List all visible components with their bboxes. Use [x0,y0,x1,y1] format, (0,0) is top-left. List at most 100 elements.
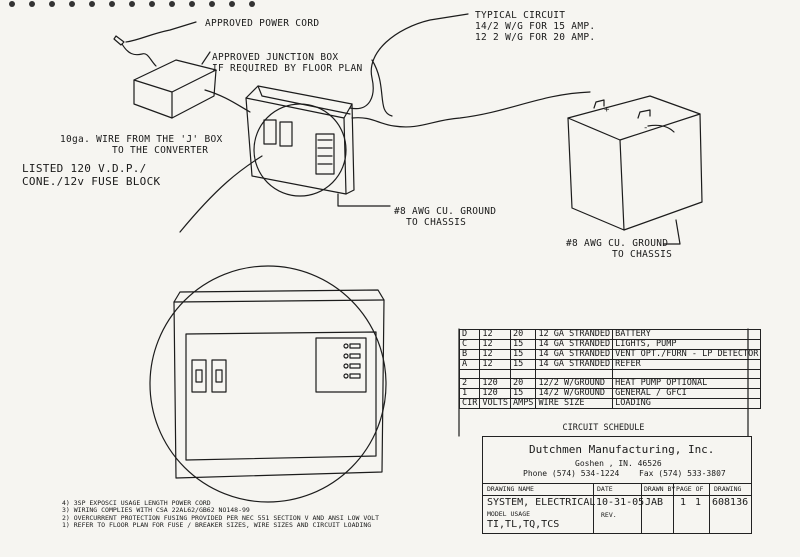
schedule-cell-amps: 15 [509,359,537,370]
schedule-cell-volts: 12 [479,359,511,370]
typical-circuit-label-2: 14/2 W/G FOR 15 AMP. [475,21,596,32]
page-label: PAGE OF [676,485,704,493]
zoom-big-circle [149,265,387,503]
schedule-cell-wire: WIRE SIZE [535,398,614,409]
schedule-cell-id: D [458,329,481,340]
schedule-cell-load: LOADING [612,398,762,409]
schedule-cell-id: 2 [458,378,481,389]
schedule-cell-amps: 20 [509,329,537,340]
page-total: 1 [695,497,702,508]
battery [567,95,703,231]
converter-box [245,85,355,195]
schedule-cell-volts: 12 [479,349,511,360]
schedule-cell-volts [479,369,511,379]
battery-pos-mark: + [604,105,610,115]
schedule-cell-wire: 12/2 W/GROUND [535,378,614,389]
battery-ground [663,219,681,245]
title-block: Dutchmen Manufacturing, Inc. Goshen , IN… [482,436,752,534]
note-line: 1) REFER TO FLOOR PLAN FOR FUSE / BREAKE… [62,520,372,529]
battery-neg-mark: - [643,123,648,133]
schedule-cell-amps: AMPS [509,398,537,409]
circuit-schedule-caption: CIRCUIT SCHEDULE [562,423,645,433]
converter-ground [337,193,391,207]
schedule-cell-amps: 15 [509,388,537,399]
schedule-cell-wire [535,369,614,379]
note-line: 4) 3SP EXPOSCI USAGE LENGTH POWER CORD [62,499,211,507]
date-value: 10-31-05 [596,497,645,508]
company-name: Dutchmen Manufacturing, Inc. [529,443,715,456]
drawn-by-label: DRAWN BY [644,485,676,493]
schedule-cell-volts: 12 [479,329,511,340]
schedule-cell-id: B [458,349,481,360]
schedule-cell-volts: VOLTS [479,398,511,409]
ground-chassis-label-2b: TO CHASSIS [612,249,673,260]
schedule-cell-volts: 12 [479,339,511,350]
ground-chassis-label-2a: #8 AWG CU. GROUND [566,238,669,249]
schedule-cell-id: 1 [458,388,481,399]
schedule-cell-wire: 14 GA STRANDED [535,349,614,360]
drawing-name: SYSTEM, ELECTRICAL [487,497,596,508]
zoom-small-circle [253,103,347,197]
ground-chassis-label-1b: TO CHASSIS [406,217,467,228]
schedule-cell-wire: 12 GA STRANDED [535,329,614,340]
schedule-cell-load [612,369,762,379]
listed-label-1: LISTED 120 V.D.P./ [22,162,147,175]
schedule-cell-load: LIGHTS, PUMP [612,339,762,350]
schedule-cell-wire: 14 GA STRANDED [535,359,614,370]
schedule-cell-amps: 20 [509,378,537,389]
schedule-cell-id: CIR [458,398,481,409]
wire-label-1: 10ga. WIRE FROM THE 'J' BOX [60,134,223,145]
schedule-cell-load: GENERAL / GFCI [612,388,762,399]
schedule-row [458,369,762,379]
typical-circuit-leader [371,59,393,117]
junction-box-label-1: APPROVED JUNCTION BOX [212,52,339,63]
junction-box [133,59,217,119]
schedule-cell-load: REFER [612,359,762,370]
typical-circuit-label-3: 12 2 W/G FOR 20 AMP. [475,32,596,43]
note-line: 2) OVERCURRENT PROTECTION FUSING PROVIDE… [62,513,379,522]
schedule-cell-amps [509,369,537,379]
schedule-cell-load: BATTERY [612,329,762,340]
rev-label: REV. [601,511,617,519]
enlarged-panel [173,289,385,479]
schedule-cell-wire: 14/2 W/GROUND [535,388,614,399]
page-number: 1 [680,497,687,508]
drawn-by: JAB [645,497,664,508]
company-phone: Phone (574) 534-1224 [523,469,620,478]
company-address: Goshen , IN. 46526 [575,459,662,468]
schedule-cell-load: HEAT PUMP OPTIONAL [612,378,762,389]
schedule-cell-id: A [458,359,481,370]
wire-label-2: TO THE CONVERTER [112,145,209,156]
drawing-label: DRAWING [714,485,742,493]
battery-cable [351,91,591,128]
note-line: 3) WIRING COMPLIES WITH CSA 22AL62/GB62 … [62,506,250,515]
junction-box-label-2: IF REQUIRED BY FLOOR PLAN [212,63,363,74]
typical-circuit-cable [349,13,469,110]
typical-circuit-label-1: TYPICAL CIRCUIT [475,10,566,21]
schedule-cell-wire: 14 GA STRANDED [535,339,614,350]
schedule-cell-load: VENT OPT./FURN - LP DETECTOR [612,349,762,360]
jbox-to-converter-wire [204,89,251,113]
schedule-cell-id [458,369,481,379]
drawing-number: 608136 [712,497,749,508]
zoom-leader [179,155,263,233]
company-fax: Fax (574) 533-3807 [639,469,726,478]
drawing-name-label: DRAWING NAME [487,485,534,493]
top-edge-marks [9,1,255,7]
power-cord-label: APPROVED POWER CORD [205,18,320,29]
schedule-cell-amps: 15 [509,349,537,360]
schedule-cell-id: C [458,339,481,350]
model-usage-label: MODEL USAGE [487,510,531,518]
ground-chassis-label-1a: #8 AWG CU. GROUND [394,206,497,217]
schedule-cell-volts: 120 [479,378,511,389]
